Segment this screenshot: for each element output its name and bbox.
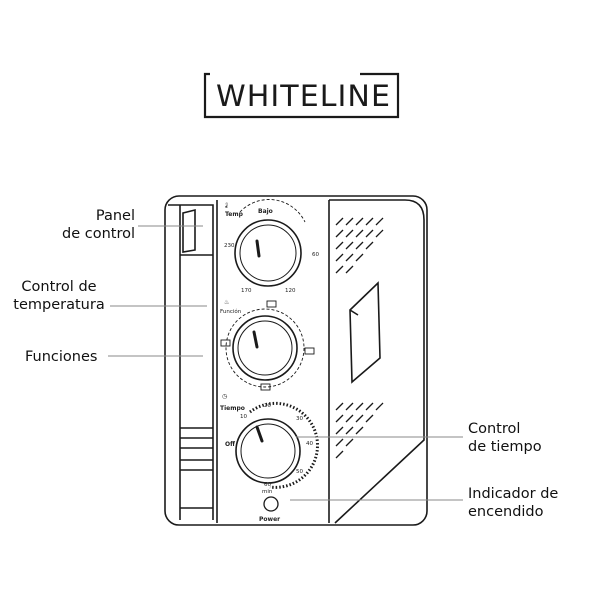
oven-body xyxy=(164,195,428,526)
callout-panel-line-2: de control xyxy=(62,226,135,242)
callout-power-line-2: encendido xyxy=(468,504,544,520)
door-handle xyxy=(182,208,196,253)
time-knob xyxy=(235,401,319,489)
time-scale-30: 30 xyxy=(296,416,303,422)
callout-funciones: Funciones xyxy=(25,349,98,365)
function-icon-left xyxy=(220,339,231,347)
callout-panel-de-control: Panel de control xyxy=(20,207,135,243)
callout-time-line-2: de tiempo xyxy=(468,439,542,455)
temp-scale-120: 120 xyxy=(285,288,296,294)
time-pointer xyxy=(255,425,264,443)
time-scale-40: 40 xyxy=(306,441,313,447)
time-min-label: min xyxy=(262,489,273,495)
time-scale-50: 50 xyxy=(296,469,303,475)
callout-control-de-temperatura: Control de temperatura xyxy=(8,278,110,314)
time-scale-20: 20 xyxy=(264,403,271,409)
clock-icon: ◷ xyxy=(222,393,227,400)
function-pointer xyxy=(252,330,259,349)
function-icon-bottom xyxy=(260,383,271,391)
temp-low-label: Bajo xyxy=(258,208,273,215)
callout-temp-line-1: Control de xyxy=(21,279,97,295)
callout-panel-line-1: Panel xyxy=(95,208,135,224)
power-label: Power xyxy=(259,516,280,523)
callout-indicador-de-encendido: Indicador de encendido xyxy=(468,485,558,521)
function-label: Función xyxy=(220,308,242,315)
side-panel xyxy=(329,199,425,524)
time-scale-60: 60 xyxy=(264,482,271,488)
side-window xyxy=(349,281,381,384)
thermometer-icon: 🌡 xyxy=(223,202,230,209)
function-knob xyxy=(220,300,315,391)
function-icon-right xyxy=(304,347,315,355)
power-indicator-light xyxy=(263,496,279,512)
callout-power-line-1: Indicador de xyxy=(468,486,559,502)
callout-time-line-1: Control xyxy=(468,421,521,437)
temp-scale-230: 230 xyxy=(224,243,235,249)
brand-logo-text: WHITELINE xyxy=(216,79,391,113)
oven-door xyxy=(168,204,214,520)
temp-scale-60: 60 xyxy=(312,252,319,258)
temperature-pointer xyxy=(255,239,261,258)
time-label: Tiempo xyxy=(220,405,245,412)
temp-scale-170: 170 xyxy=(241,288,252,294)
brand-logo: WHITELINE xyxy=(203,72,400,119)
function-icon-top xyxy=(266,300,277,308)
time-scale-10: 10 xyxy=(240,414,247,420)
door-vent-bars xyxy=(180,427,213,471)
callout-control-de-tiempo: Control de tiempo xyxy=(468,420,542,456)
side-vents xyxy=(335,217,384,459)
callout-temp-line-2: temperatura xyxy=(13,297,105,313)
heat-function-icon: ♨ xyxy=(224,299,229,306)
time-off-label: Off xyxy=(225,441,235,448)
temperature-knob xyxy=(234,199,306,287)
temp-label: Temp xyxy=(225,211,244,218)
